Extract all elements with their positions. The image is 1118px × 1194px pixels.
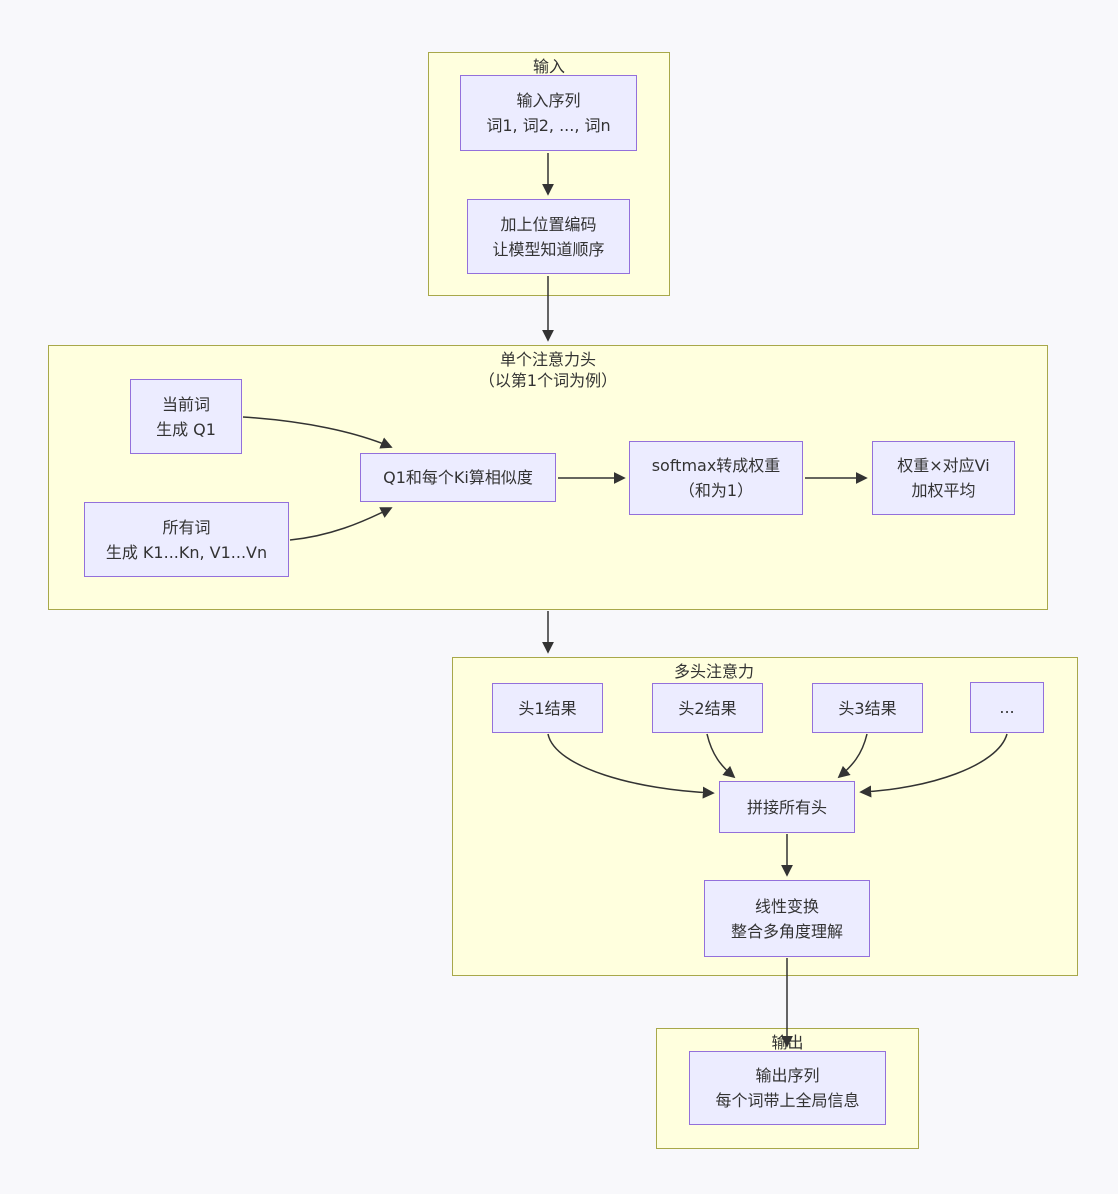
node-label-line1: 头2结果 — [678, 698, 737, 718]
node-label-line2: 让模型知道顺序 — [492, 239, 605, 259]
node-label-line2: （和为1） — [678, 481, 754, 500]
node-linear-transform: 线性变换 整合多角度理解 — [704, 880, 870, 957]
cluster-subtitle-text: （以第1个词为例） — [478, 371, 618, 390]
node-similarity-score: Q1和每个Ki算相似度 — [360, 453, 556, 502]
cluster-title-text: 多头注意力 — [673, 662, 754, 681]
node-label-line1: 头1结果 — [518, 698, 577, 718]
node-head1-result: 头1结果 — [492, 683, 603, 733]
cluster-title-text: 单个注意力头 — [499, 350, 596, 369]
node-label-line2: 加权平均 — [911, 481, 976, 500]
node-label-line2: 每个词带上全局信息 — [715, 1091, 860, 1110]
node-label-line2: 词1, 词2, ..., 词n — [486, 116, 611, 135]
node-positional-encoding: 加上位置编码 让模型知道顺序 — [467, 199, 630, 274]
node-output-sequence: 输出序列 每个词带上全局信息 — [689, 1051, 886, 1125]
node-all-words-kv: 所有词 生成 K1...Kn, V1...Vn — [84, 502, 289, 577]
node-label-line1: 输出序列 — [755, 1066, 820, 1085]
cluster-input-title: 输入 — [429, 56, 669, 77]
cluster-title-text: 输出 — [771, 1033, 804, 1052]
node-label-line1: Q1和每个Ki算相似度 — [383, 468, 533, 487]
node-label-line1: 权重×对应Vi — [897, 456, 990, 475]
node-label-line2: 整合多角度理解 — [730, 921, 843, 941]
cluster-single-head-title: 单个注意力头 （以第1个词为例） — [49, 349, 1047, 391]
cluster-multi-head-title: 多头注意力 — [453, 661, 1077, 682]
node-head2-result: 头2结果 — [652, 683, 763, 733]
node-label-line1: 输入序列 — [516, 91, 581, 110]
node-label-line1: 所有词 — [162, 517, 211, 537]
node-softmax-weights: softmax转成权重 （和为1） — [629, 441, 803, 515]
node-label-line1: 线性变换 — [754, 896, 819, 916]
node-label-line1: 当前词 — [161, 394, 210, 414]
node-label-line1: 头3结果 — [838, 698, 897, 718]
node-label-line2: 生成 K1...Kn, V1...Vn — [105, 542, 268, 562]
node-weighted-average: 权重×对应Vi 加权平均 — [872, 441, 1015, 515]
cluster-output-title: 输出 — [657, 1032, 918, 1053]
node-concat-heads: 拼接所有头 — [719, 781, 855, 833]
node-label-line1: 拼接所有头 — [746, 797, 827, 817]
node-more-heads-ellipsis: ... — [970, 682, 1044, 733]
node-label-line1: softmax转成权重 — [651, 456, 781, 475]
node-label-line2: 生成 Q1 — [156, 419, 216, 439]
node-label-line1: 加上位置编码 — [500, 214, 597, 234]
cluster-title-text: 输入 — [532, 57, 565, 76]
node-current-word-q1: 当前词 生成 Q1 — [130, 379, 242, 454]
node-label-line1: ... — [999, 698, 1015, 717]
node-head3-result: 头3结果 — [812, 683, 923, 733]
node-input-sequence: 输入序列 词1, 词2, ..., 词n — [460, 75, 637, 151]
